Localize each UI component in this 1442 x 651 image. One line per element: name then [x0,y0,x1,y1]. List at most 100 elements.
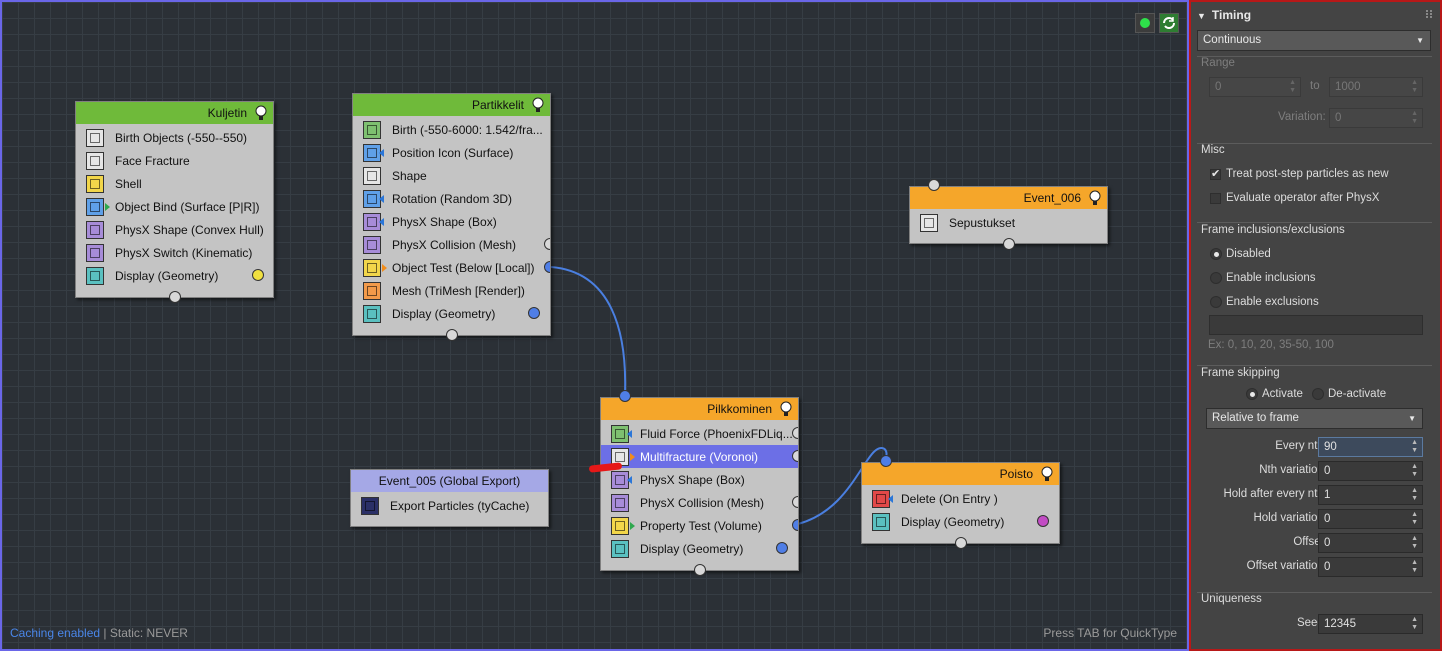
operator-display[interactable]: Display (Geometry) [353,302,550,325]
test-output-port[interactable] [792,519,798,531]
operator-physx-collision[interactable]: PhysX Collision (Mesh) [353,233,550,256]
operator-delete[interactable]: Delete (On Entry ) [862,487,1059,510]
event-node-event-006[interactable]: Event_006 Sepustukset [909,179,1108,250]
offset-variation-spinner[interactable]: 0▲▼ [1318,557,1423,577]
deactivate-label[interactable]: De-activate [1328,388,1387,400]
event-node-header[interactable]: Pilkkominen [601,398,798,420]
skip-mode-dropdown[interactable]: Relative to frame▼ [1206,408,1423,429]
event-node-header[interactable]: Poisto [862,463,1059,485]
operator-position-icon[interactable]: Position Icon (Surface) [353,141,550,164]
timing-mode-dropdown[interactable]: Continuous▼ [1197,30,1431,51]
operator-birth[interactable]: Birth (-550-6000: 1.542/fra... [353,118,550,141]
output-port[interactable] [694,564,706,576]
evaluate-after-physx-label[interactable]: Evaluate operator after PhysX [1226,192,1380,204]
display-color-swatch[interactable] [1037,515,1049,527]
operator-display[interactable]: Display (Geometry) [601,537,798,560]
event-node-event-005[interactable]: Event_005 (Global Export) Export Particl… [350,469,549,527]
test-output-port[interactable] [544,238,550,250]
hold-after-spinner[interactable]: 1▲▼ [1318,485,1423,505]
disabled-radio-label[interactable]: Disabled [1226,248,1271,260]
offset-spinner[interactable]: 0▲▼ [1318,533,1423,553]
operator-physx-shape[interactable]: PhysX Shape (Convex Hull) [76,218,273,241]
operator-object-bind[interactable]: Object Bind (Surface [P|R]) [76,195,273,218]
input-port[interactable] [619,390,631,402]
activate-radio[interactable] [1246,388,1258,400]
lightbulb-icon[interactable] [779,401,793,417]
birth-icon [363,120,381,139]
operator-object-test[interactable]: Object Test (Below [Local]) [353,256,550,279]
display-color-swatch[interactable] [252,269,264,281]
disabled-radio[interactable] [1210,248,1222,260]
operator-face-fracture[interactable]: Face Fracture [76,149,273,172]
treat-post-step-checkbox[interactable] [1210,167,1221,180]
event-node-partikkelit[interactable]: Partikkelit Birth (-550-6000: 1.542/fra.… [352,93,551,341]
lightbulb-icon[interactable] [1088,190,1102,206]
enable-inclusions-label[interactable]: Enable inclusions [1226,272,1316,284]
deactivate-radio[interactable] [1312,388,1324,400]
enable-exclusions-label[interactable]: Enable exclusions [1226,296,1319,308]
operator-display[interactable]: Display (Geometry) [862,510,1059,533]
input-port[interactable] [880,455,892,467]
event-node-header[interactable]: Partikkelit [353,94,550,116]
enable-inclusions-radio[interactable] [1210,272,1222,284]
test-output-port[interactable] [792,496,798,508]
event-node-pilkkominen[interactable]: Pilkkominen Fluid Force (PhoenixFDLiq...… [600,390,799,576]
lightbulb-icon[interactable] [1040,466,1054,482]
refresh-button[interactable] [1159,13,1179,33]
operator-shell[interactable]: Shell [76,172,273,195]
event-node-kuljetin[interactable]: Kuljetin Birth Objects (-550--550) Face … [75,101,274,303]
treat-post-step-label[interactable]: Treat post-step particles as new [1226,168,1389,180]
operator-birth-objects[interactable]: Birth Objects (-550--550) [76,126,273,149]
nth-variation-spinner[interactable]: 0▲▼ [1318,461,1423,481]
output-port[interactable] [169,291,181,303]
refresh-icon [1163,17,1175,29]
test-output-port[interactable] [544,261,550,273]
cache-status[interactable]: Caching enabled | Static: NEVER [10,626,188,640]
frame-list-input[interactable] [1209,315,1423,335]
test-output-port[interactable] [792,450,798,462]
lightbulb-icon[interactable] [531,97,545,113]
display-icon [363,304,381,323]
range-from-spinner[interactable]: 0▲▼ [1209,77,1301,97]
node-canvas[interactable]: Kuljetin Birth Objects (-550--550) Face … [0,0,1189,651]
operator-fluid-force[interactable]: Fluid Force (PhoenixFDLiq... [601,422,798,445]
operator-physx-shape[interactable]: PhysX Shape (Box) [601,468,798,491]
rollout-header[interactable]: ▼Timing [1197,8,1252,22]
operator-physx-collision[interactable]: PhysX Collision (Mesh) [601,491,798,514]
drag-handle-icon[interactable] [1426,10,1432,18]
operator-multifracture[interactable]: Multifracture (Voronoi) [601,445,798,468]
operator-shape[interactable]: Shape [353,164,550,187]
every-nth-spinner[interactable]: 90▲▼ [1318,437,1423,457]
activate-label[interactable]: Activate [1262,388,1303,400]
operator-property-test[interactable]: Property Test (Volume) [601,514,798,537]
range-to-spinner[interactable]: 1000▲▼ [1329,77,1423,97]
enable-exclusions-radio[interactable] [1210,296,1222,308]
range-variation-spinner[interactable]: 0▲▼ [1329,108,1423,128]
display-color-swatch[interactable] [528,307,540,319]
output-port[interactable] [446,329,458,341]
record-status-button[interactable] [1135,13,1155,33]
operator-notes[interactable]: Sepustukset [910,211,1107,234]
event-node-header[interactable]: Kuljetin [76,102,273,124]
display-color-swatch[interactable] [776,542,788,554]
input-port[interactable] [928,179,940,191]
operator-physx-switch[interactable]: PhysX Switch (Kinematic) [76,241,273,264]
operator-rotation[interactable]: Rotation (Random 3D) [353,187,550,210]
operator-display[interactable]: Display (Geometry) [76,264,273,287]
lightbulb-icon[interactable] [254,105,268,121]
face-fracture-icon [86,151,104,170]
event-node-header[interactable]: Event_006 [910,187,1107,209]
operator-export-particles[interactable]: Export Particles (tyCache) [351,494,548,517]
event-title: Partikkelit [471,98,524,112]
event-node-header[interactable]: Event_005 (Global Export) [351,470,548,492]
operator-physx-shape[interactable]: PhysX Shape (Box) [353,210,550,233]
evaluate-after-physx-checkbox[interactable] [1210,193,1221,204]
output-port[interactable] [955,537,967,549]
test-output-port[interactable] [792,427,798,439]
hold-variation-spinner[interactable]: 0▲▼ [1318,509,1423,529]
physx-collision-icon [363,235,381,254]
event-node-poisto[interactable]: Poisto Delete (On Entry ) Display (Geome… [861,455,1060,549]
seed-spinner[interactable]: 12345▲▼ [1318,614,1423,634]
operator-mesh[interactable]: Mesh (TriMesh [Render]) [353,279,550,302]
output-port[interactable] [1003,238,1015,250]
